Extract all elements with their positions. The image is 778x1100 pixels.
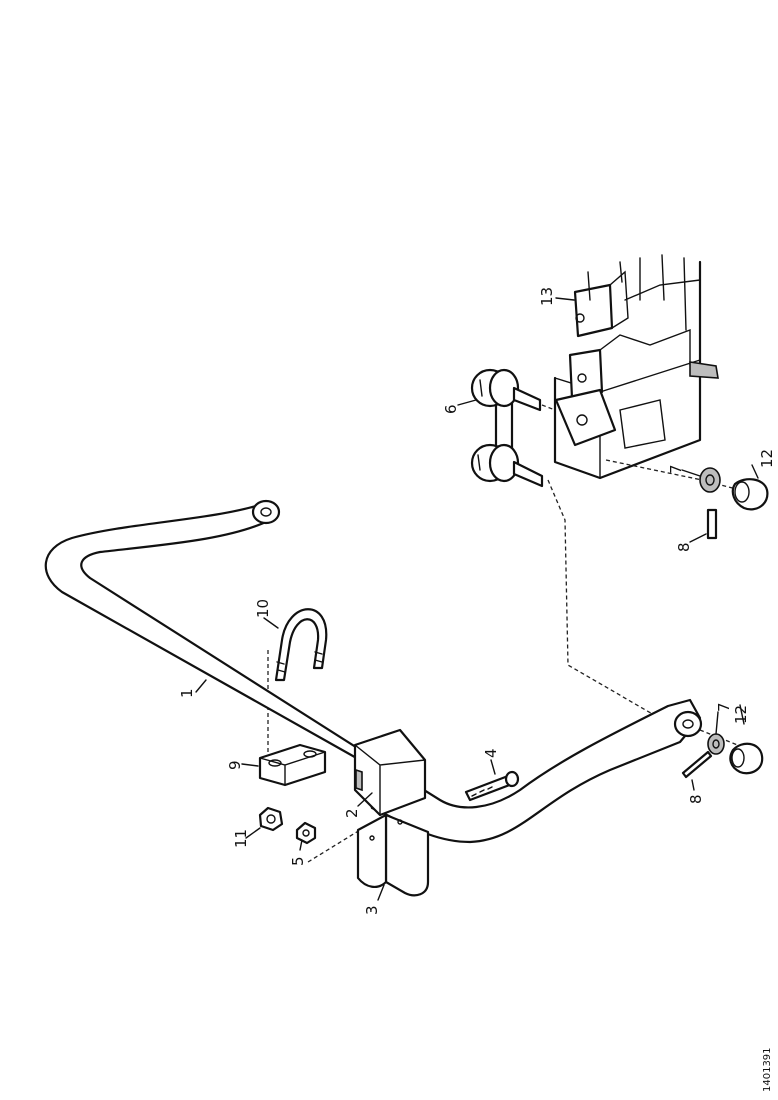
callout-2: 2 — [343, 808, 361, 818]
callout-7-upper: 7 — [667, 464, 685, 474]
connecting-link — [470, 368, 544, 488]
u-bolt — [274, 608, 328, 682]
assembly-line-lower — [547, 479, 681, 731]
washer-7-upper — [699, 467, 721, 493]
callout-9: 9 — [226, 760, 244, 770]
reference-code: 1401391 — [762, 1047, 773, 1092]
bolt-4 — [464, 770, 520, 802]
callout-7-lower: 7 — [715, 702, 733, 712]
assembly-line-washer — [307, 829, 361, 863]
pin-8-upper — [706, 508, 718, 540]
leader-lines — [195, 297, 759, 901]
rubber-bushing — [353, 728, 427, 817]
nut-11 — [258, 806, 284, 832]
clamp-bracket — [356, 813, 430, 897]
callout-12-upper: 12 — [758, 449, 776, 468]
callout-6: 6 — [442, 404, 460, 414]
pin-8-lower — [681, 750, 713, 779]
cap-12-upper — [731, 478, 769, 511]
callout-13: 13 — [538, 287, 556, 306]
callout-10: 10 — [254, 599, 272, 618]
callout-12-lower: 12 — [732, 705, 750, 724]
washer-7-lower — [707, 733, 725, 755]
callout-3: 3 — [363, 905, 381, 915]
callout-11: 11 — [232, 829, 250, 848]
callout-4: 4 — [482, 748, 500, 758]
cap-12-lower — [729, 742, 764, 775]
frame-bracket — [553, 254, 719, 480]
callout-8-lower: 8 — [687, 794, 705, 804]
assembly-line-upper — [541, 404, 556, 411]
callout-5: 5 — [289, 856, 307, 866]
callout-1: 1 — [178, 688, 196, 698]
callout-8-upper: 8 — [675, 542, 693, 552]
nut-5 — [295, 821, 317, 845]
clamp-block — [258, 743, 327, 787]
